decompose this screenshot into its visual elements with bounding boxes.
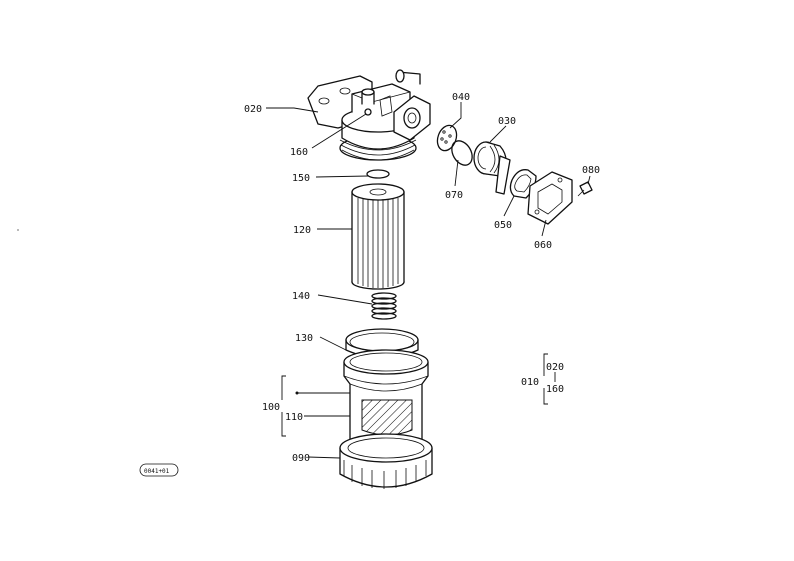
label-110: 110 xyxy=(285,412,303,423)
drawing-stamp: 0041+01 xyxy=(139,463,179,477)
o-ring-070[interactable] xyxy=(448,137,477,169)
cover-plate-060[interactable] xyxy=(527,171,573,225)
label-010-160: 160 xyxy=(546,384,564,395)
label-120: 120 xyxy=(293,225,311,236)
label-130: 130 xyxy=(295,333,313,344)
spring-140[interactable] xyxy=(371,292,397,320)
label-010: 010 xyxy=(521,377,539,388)
stray-dot xyxy=(17,229,19,231)
label-090: 090 xyxy=(292,453,310,464)
screw-080[interactable] xyxy=(577,181,593,197)
label-150: 150 xyxy=(292,173,310,184)
filter-element-120[interactable] xyxy=(351,183,405,290)
label-140: 140 xyxy=(292,291,310,302)
gasket-040[interactable] xyxy=(434,123,460,154)
air-vent-160[interactable] xyxy=(364,108,372,116)
label-010-020: 020 xyxy=(546,362,564,373)
label-040: 040 xyxy=(452,92,470,103)
label-020: 020 xyxy=(244,104,262,115)
label-100: 100 xyxy=(262,402,280,413)
label-080: 080 xyxy=(582,165,600,176)
leader-dot xyxy=(295,391,299,395)
label-050: 050 xyxy=(494,220,512,231)
leader-lines xyxy=(266,102,591,459)
label-070: 070 xyxy=(445,190,463,201)
stamp-text: 0041+01 xyxy=(144,468,170,475)
cock-valve-030[interactable] xyxy=(473,141,511,195)
o-ring-150[interactable] xyxy=(366,169,390,179)
label-160: 160 xyxy=(290,147,308,158)
ring-nut-090[interactable] xyxy=(339,433,433,489)
label-060: 060 xyxy=(534,240,552,251)
label-030: 030 xyxy=(498,116,516,127)
part-labels: 020 160 040 030 080 070 050 060 150 120 … xyxy=(244,92,600,464)
filter-bowl-110[interactable] xyxy=(343,349,429,449)
